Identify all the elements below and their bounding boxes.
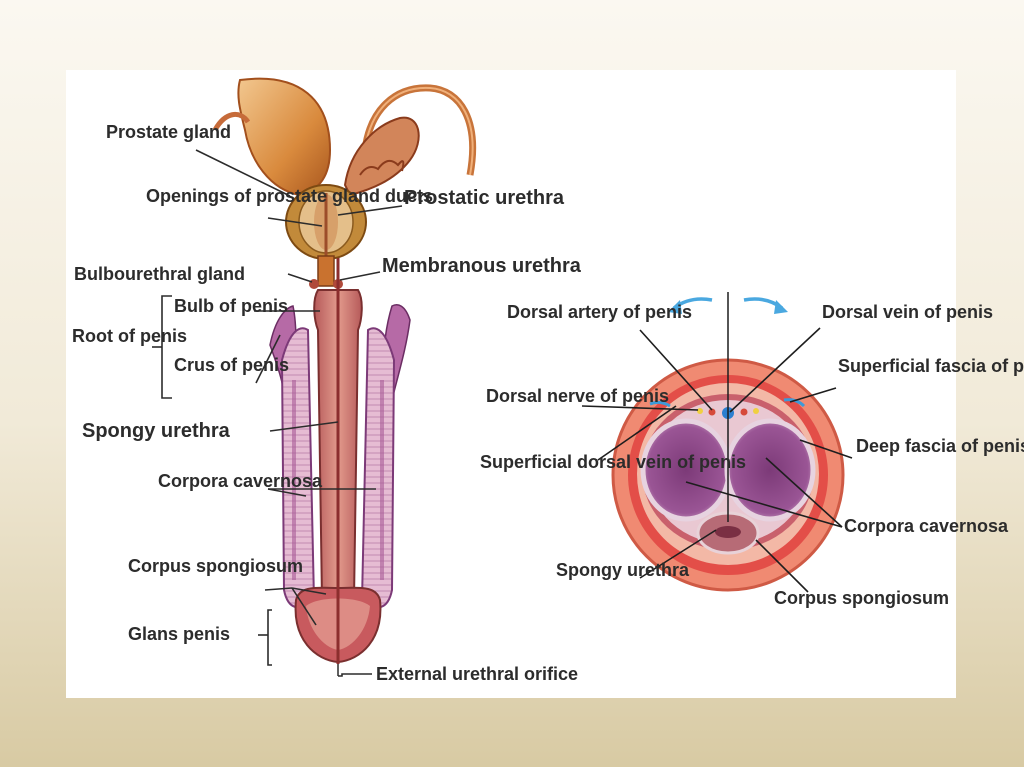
label-crus-of-penis: Crus of penis [174,355,290,375]
bulbourethral-gland [309,279,319,289]
label-cross-spongy-urethra: Spongy urethra [556,560,690,580]
corpora-cavernosa-right [360,327,396,609]
label-root-of-penis: Root of penis [72,326,187,346]
label-spongy-urethra: Spongy urethra [82,420,230,442]
label-bulbourethral-gland: Bulbourethral gland [74,264,245,284]
label-bulb-of-penis: Bulb of penis [174,296,288,316]
seminal-vesicle [343,116,420,197]
label-cross-corpus-spongiosum: Corpus spongiosum [774,588,949,608]
diagram-panel [66,70,956,698]
label-corpus-spongiosum: Corpus spongiosum [128,556,303,576]
label-dorsal-vein: Dorsal vein of penis [822,302,994,322]
label-dorsal-nerve: Dorsal nerve of penis [486,386,670,406]
label-membranous-urethra: Membranous urethra [382,255,581,277]
cross-spongy-urethra [715,526,741,538]
label-glans-penis: Glans penis [128,624,231,644]
cross-section-leaders [581,327,853,593]
label-openings-of-prostate-gland-ducts: Openings of prostate gland ducts [146,186,434,206]
label-superficial-fascia: Superficial fascia of penis [838,356,1024,376]
label-dorsal-artery: Dorsal artery of penis [507,302,693,322]
label-external-urethral-orifice: External urethral orifice [376,664,579,684]
label-prostatic-urethra: Prostatic urethra [404,187,565,209]
longitudinal-leaders [152,149,403,677]
label-deep-fascia: Deep fascia of penis [856,436,1024,456]
label-cross-corpora-cavernosa: Corpora cavernosa [844,516,1009,536]
cross-section-view [611,292,845,592]
longitudinal-view [212,77,477,676]
label-prostate-gland: Prostate gland [106,122,232,142]
label-superficial-dorsal-vein: Superficial dorsal vein of penis [480,452,747,472]
cross-corpora-cavernosa-right [724,418,816,522]
label-corpora-cavernosa: Corpora cavernosa [158,471,323,491]
